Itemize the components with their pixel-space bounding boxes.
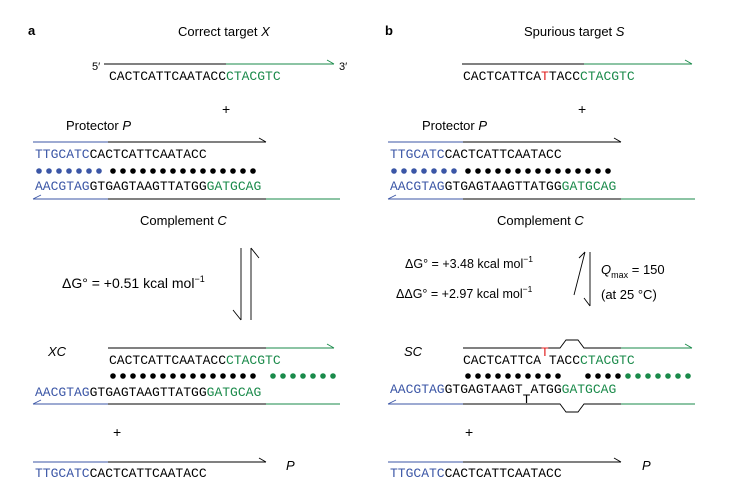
protector-b-sequence: TTGCATCCACTCATTCAATACC [390, 147, 562, 162]
plus-sign-b2: + [465, 424, 473, 440]
released-p-strand-arrow [108, 457, 267, 463]
reverse-reaction-arrow [250, 247, 260, 320]
sc-bottom-strand-arrow [387, 399, 463, 405]
complement-label: Complement C [140, 213, 227, 228]
target-s-sequence: CACTCATTCATTACCCTACGTC [463, 69, 635, 84]
delta-delta-g-label: ΔΔG° = +2.97 kcal mol−1 [396, 284, 533, 301]
xc-bottom-strand-arrow [32, 399, 108, 405]
three-prime-label: 3′ [339, 61, 347, 73]
panel-b-letter: b [385, 23, 393, 38]
released-p-b-label: P [642, 458, 651, 473]
xc-top-sequence: CACTCATTCAATACCCTACGTC [109, 353, 281, 368]
product-sc-label: SC [404, 344, 423, 359]
panel-b-title: Spurious target S [524, 24, 625, 39]
sc-top-strand-line [463, 339, 621, 349]
panel-a-title: Correct target X [178, 24, 271, 39]
protector-strand-arrow [108, 137, 267, 143]
base-pair-dots-sc [465, 373, 691, 379]
base-pair-dots-xc [110, 373, 336, 379]
released-p-label: P [286, 458, 295, 473]
forward-reaction-arrow [232, 248, 242, 321]
plus-sign-2: + [113, 424, 121, 440]
delta-g-label: ΔG° = +0.51 kcal mol−1 [62, 274, 205, 291]
five-prime-label: 5′ [92, 61, 100, 73]
delta-g-label-b: ΔG° = +3.48 kcal mol−1 [405, 254, 533, 271]
sc-top-strand-arrow [621, 343, 693, 349]
sc-bottom-sequence: AACGTAGGTGAGTAAGTTATGGGATGCAG [390, 382, 616, 407]
complement-b-strand-arrow [387, 194, 463, 200]
protector-label-b: Protector P [422, 118, 487, 133]
protector-sequence: TTGCATCCACTCATTCAATACC [35, 147, 207, 162]
product-xc-label: XC [47, 344, 67, 359]
plus-sign-b1: + [578, 101, 586, 117]
sc-bottom-strand-line-black [463, 403, 621, 413]
complement-strand-arrow [32, 194, 108, 200]
plus-sign-1: + [222, 101, 230, 117]
released-p-b-sequence: TTGCATCCACTCATTCAATACC [390, 466, 562, 481]
target-x-strand-arrow [226, 59, 335, 65]
qmax-temperature-note: (at 25 °C) [601, 287, 657, 302]
released-p-sequence: TTGCATCCACTCATTCAATACC [35, 466, 207, 481]
target-x-sequence: CACTCATTCAATACCCTACGTC [109, 69, 281, 84]
protector-b-strand-arrow [463, 137, 622, 143]
sc-top-sequence: CACTCATTCATTACCCTACGTC [463, 345, 635, 368]
xc-bottom-sequence: AACGTAGGTGAGTAAGTTATGGGATGCAG [35, 385, 261, 400]
base-pair-dots-pc-b [391, 168, 611, 174]
complement-b-sequence: AACGTAGGTGAGTAAGTTATGGGATGCAG [390, 179, 616, 194]
reverse-reaction-arrow-b [573, 251, 586, 296]
panel-a-letter: a [28, 23, 36, 38]
qmax-label: Qmax = 150 [601, 262, 665, 280]
complement-sequence: AACGTAGGTGAGTAAGTTATGGGATGCAG [35, 179, 261, 194]
xc-top-strand-arrow [266, 343, 335, 349]
complement-label-b: Complement C [497, 213, 584, 228]
base-pair-dots-pc-a [36, 168, 256, 174]
protector-label: Protector P [66, 118, 131, 133]
released-p-b-strand-arrow [463, 457, 622, 463]
target-s-strand-arrow [584, 59, 693, 65]
forward-reaction-arrow-b [583, 252, 591, 307]
